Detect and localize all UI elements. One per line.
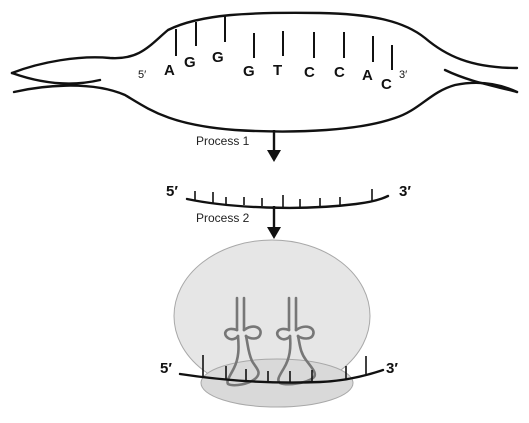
dna-upper-strand (10, 11, 519, 75)
dna-left-tail (10, 71, 102, 85)
trna-right-acceptor-stem (287, 296, 298, 332)
dna-five-prime-label: 5′ (138, 69, 146, 81)
dna-base-2: G (184, 54, 196, 71)
process-1-label: Process 1 (196, 134, 250, 148)
process-1-arrow (267, 130, 281, 162)
trna-left-anticodon-arm (226, 334, 260, 387)
dna-base-ticks (175, 16, 393, 70)
process-2-label: Process 2 (196, 211, 250, 225)
process-2-arrowhead (267, 227, 281, 239)
trna-right-d-loop (276, 327, 292, 341)
mrna-backbone (185, 194, 390, 210)
mrna-three-prime-label: 3′ (399, 183, 411, 200)
dna-lower-strand (12, 81, 519, 133)
dna-right-tail (443, 68, 519, 94)
trna-left (224, 296, 262, 387)
ribosome-three-prime-label: 3′ (386, 360, 398, 377)
trna-left-acceptor-stem (235, 296, 246, 332)
dna-base-4: G (243, 63, 255, 80)
dna-base-1: A (164, 62, 175, 79)
dna-base-6: C (304, 64, 315, 81)
mrna-five-prime-label: 5′ (166, 183, 178, 200)
dna-base-8: A (362, 67, 373, 84)
dna-bubble: A G G G T C C A C 5′ 3′ (10, 11, 519, 133)
mrna-strand (185, 189, 390, 210)
trna-right-t-loop (294, 325, 315, 340)
dna-base-7: C (334, 64, 345, 81)
trna-left-t-loop (242, 325, 262, 340)
ribosome-mrna-backbone (178, 368, 385, 384)
trna-left-d-loop (224, 327, 240, 341)
dna-base-5: T (273, 62, 282, 79)
dna-base-9: C (381, 76, 392, 93)
process-1-arrowhead (267, 150, 281, 162)
ribosome-complex: 5′ 3′ (160, 239, 398, 408)
dna-base-3: G (212, 49, 224, 66)
dna-three-prime-label: 3′ (399, 69, 407, 81)
ribosome-five-prime-label: 5′ (160, 360, 172, 377)
process-2-arrow (267, 206, 281, 239)
